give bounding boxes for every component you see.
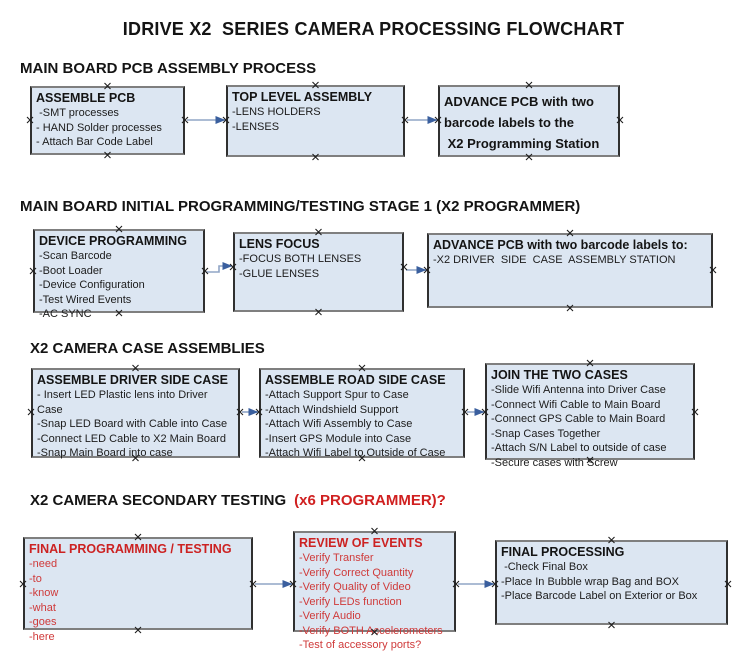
box-item: -Attach Windshield Support <box>265 403 399 416</box>
box-heading: ASSEMBLE PCB <box>36 91 136 105</box>
box-item: -Attach Wifi Assembly to Case <box>265 418 413 430</box>
box-item: -Attach Support Spur to Case <box>265 389 409 401</box>
box-heading: LENS FOCUS <box>239 237 320 251</box>
box-advance-pcb-programming-station[interactable]: ADVANCE PCB with two barcode labels to t… <box>438 85 620 157</box>
connector-arrow[interactable] <box>206 262 233 273</box>
box-item: -Scan Barcode <box>39 250 112 262</box>
box-item: -Verify Transfer <box>299 552 374 564</box>
box-item: -Boot Loader <box>39 264 103 277</box>
box-item: -Place In Bubble wrap Bag and BOX <box>501 575 679 588</box>
box-lens-focus[interactable]: LENS FOCUS -FOCUS BOTH LENSES -GLUE LENS… <box>233 232 404 312</box>
box-review-of-events[interactable]: REVIEW OF EVENTS -Verify Transfer -Verif… <box>293 531 456 651</box>
box-item: -Connect Wifi Cable to Main Board <box>491 398 661 411</box>
box-heading: ASSEMBLE DRIVER SIDE CASE <box>37 373 229 387</box>
section-header-secondary-testing-black: X2 CAMERA SECONDARY TESTING <box>30 492 287 509</box>
box-heading: FINAL PROCESSING <box>501 545 625 559</box>
box-item: -SMT processes <box>36 107 119 119</box>
box-item: -Insert GPS Module into Case <box>265 432 412 445</box>
box-item: -Snap Cases Together <box>491 427 601 440</box>
section-header-case-assemblies: X2 CAMERA CASE ASSEMBLIES <box>30 340 265 357</box>
box-item: -X2 DRIVER SIDE CASE ASSEMBLY STATION <box>433 254 676 266</box>
box-advance-pcb-driver-side[interactable]: ADVANCE PCB with two barcode labels to: … <box>427 233 713 308</box>
box-item: -Verify Quality of Video <box>299 581 411 593</box>
box-item: -GLUE LENSES <box>239 267 320 280</box>
box-item: -Check Final Box <box>501 561 588 573</box>
box-device-programming[interactable]: DEVICE PROGRAMMING -Scan Barcode -Boot L… <box>33 229 205 320</box>
box-item: -to <box>29 572 42 585</box>
box-item: -LENS HOLDERS <box>232 106 321 118</box>
box-item: -goes <box>29 616 57 628</box>
box-assemble-pcb[interactable]: ASSEMBLE PCB -SMT processes - HAND Solde… <box>30 86 185 155</box>
box-item: -need <box>29 558 58 570</box>
box-item: -Snap LED Board with Cable into Case <box>37 418 228 430</box>
box-item: -Place Barcode Label on Exterior or Box <box>501 590 698 602</box>
box-item: -Verify BOTH Accelerometers <box>299 624 443 637</box>
box-item: -Connect LED Cable to X2 Main Board <box>37 432 226 445</box>
box-item: - Insert LED Plastic lens into Driver Ca… <box>37 389 211 416</box>
box-heading: ADVANCE PCB with two barcode labels to: <box>433 238 688 252</box>
box-item: -Test of accessory ports? <box>299 639 422 651</box>
box-item: -Secure cases with Screw <box>491 456 618 469</box>
box-item: -Verify Correct Quantity <box>299 566 414 579</box>
box-join-the-two-cases[interactable]: JOIN THE TWO CASES -Slide Wifi Antenna i… <box>485 363 695 469</box>
box-item: -Snap Main Board into case <box>37 447 173 459</box>
box-item: -Attach S/N Label to outside of case <box>491 442 667 454</box>
box-heading: DEVICE PROGRAMMING <box>39 234 187 248</box>
box-final-processing[interactable]: FINAL PROCESSING -Check Final Box -Place… <box>495 540 728 625</box>
box-item: -what <box>29 601 56 614</box>
box-item: -AC SYNC <box>39 308 92 320</box>
box-heading: REVIEW OF EVENTS <box>299 536 423 550</box>
box-item: -Attach Wifi Label to Outside of Case <box>265 447 446 459</box>
box-item: -Slide Wifi Antenna into Driver Case <box>491 384 666 396</box>
box-item: -here <box>29 630 55 643</box>
box-item: -LENSES <box>232 120 280 133</box>
box-item: barcode labels to the <box>444 115 575 130</box>
box-item: -Verify LEDs function <box>299 595 402 608</box>
section-header-programmer-red: (x6 PROGRAMMER)? <box>294 492 446 509</box>
page-title: IDRIVE X2 SERIES CAMERA PROCESSING FLOWC… <box>122 19 625 39</box>
box-top-level-assembly[interactable]: TOP LEVEL ASSEMBLY -LENS HOLDERS -LENSES <box>226 85 405 157</box>
box-item: - Attach Bar Code Label <box>36 136 153 148</box>
box-item: ADVANCE PCB with two <box>444 94 594 109</box>
box-item: -know <box>29 587 59 599</box>
box-heading: JOIN THE TWO CASES <box>491 368 628 382</box>
box-heading: FINAL PROGRAMMING / TESTING <box>29 542 232 556</box>
box-item: - HAND Solder processes <box>36 121 162 134</box>
box-item: -Verify Audio <box>299 610 361 622</box>
box-item: -Connect GPS Cable to Main Board <box>491 413 666 425</box>
box-assemble-road-side-case[interactable]: ASSEMBLE ROAD SIDE CASE -Attach Support … <box>259 368 465 459</box>
section-header-initial-programming: MAIN BOARD INITIAL PROGRAMMING/TESTING S… <box>20 198 581 215</box>
box-item: -Test Wired Events <box>39 293 132 306</box>
box-heading: ASSEMBLE ROAD SIDE CASE <box>265 373 446 387</box>
box-final-programming-testing[interactable]: FINAL PROGRAMMING / TESTING -need -to -k… <box>23 537 253 643</box>
box-item: X2 Programming Station <box>444 136 600 151</box>
section-header-pcb-assembly: MAIN BOARD PCB ASSEMBLY PROCESS <box>20 60 317 77</box>
box-heading: TOP LEVEL ASSEMBLY <box>232 90 373 104</box>
box-item: -Device Configuration <box>39 279 145 291</box>
box-item: -FOCUS BOTH LENSES <box>239 253 362 265</box>
section-header-secondary-testing: X2 CAMERA SECONDARY TESTING (x6 PROGRAMME… <box>30 492 446 509</box>
box-assemble-driver-side-case[interactable]: ASSEMBLE DRIVER SIDE CASE - Insert LED P… <box>31 368 240 459</box>
